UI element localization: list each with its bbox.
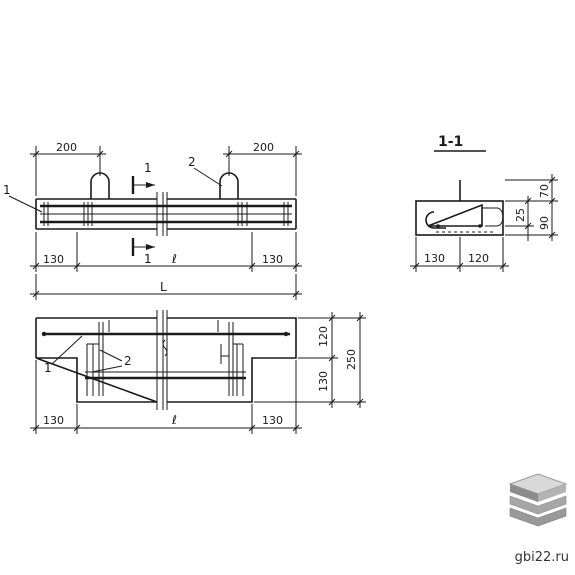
dim-250-elev: 250	[345, 349, 358, 370]
dim-l-plan: ℓ	[171, 252, 177, 266]
plan-view: 1 1 1 2 200 200 130 ℓ 130	[3, 141, 302, 300]
dim-130-elev-left: 130	[43, 414, 64, 427]
watermark-text: gbi22.ru	[514, 550, 569, 565]
section-1-1: 1-1 130 120 70 25	[410, 134, 558, 272]
elev-position-label-1: 1	[44, 361, 52, 375]
dim-90-section: 90	[538, 216, 551, 230]
dim-25-section: 25	[514, 208, 527, 222]
cut-label-bottom: 1	[144, 252, 152, 266]
dim-120-elev: 120	[317, 326, 330, 347]
dim-130-plan-left: 130	[43, 253, 64, 266]
dim-l-elev: ℓ	[171, 413, 177, 427]
dim-70-section: 70	[538, 184, 551, 198]
dim-200-right: 200	[253, 141, 274, 154]
dim-130-section: 130	[424, 252, 445, 265]
lifting-loop-left	[90, 172, 110, 199]
position-label-1: 1	[3, 183, 11, 197]
dim-L-total: L	[160, 280, 167, 294]
section-title: 1-1	[438, 134, 463, 150]
cut-label-top: 1	[144, 161, 152, 175]
dim-200-left: 200	[56, 141, 77, 154]
dim-130-elev-right: 130	[262, 414, 283, 427]
dim-130-elev-vert: 130	[317, 371, 330, 392]
stacked-slabs-logo-icon	[508, 473, 568, 527]
dim-120-section: 120	[468, 252, 489, 265]
elev-position-label-2: 2	[124, 354, 132, 368]
elevation-view: 1 2 130 ℓ 130 120 130 250	[30, 310, 366, 434]
lifting-loop-right	[219, 172, 239, 199]
dim-130-plan-right: 130	[262, 253, 283, 266]
position-label-2: 2	[188, 155, 196, 169]
